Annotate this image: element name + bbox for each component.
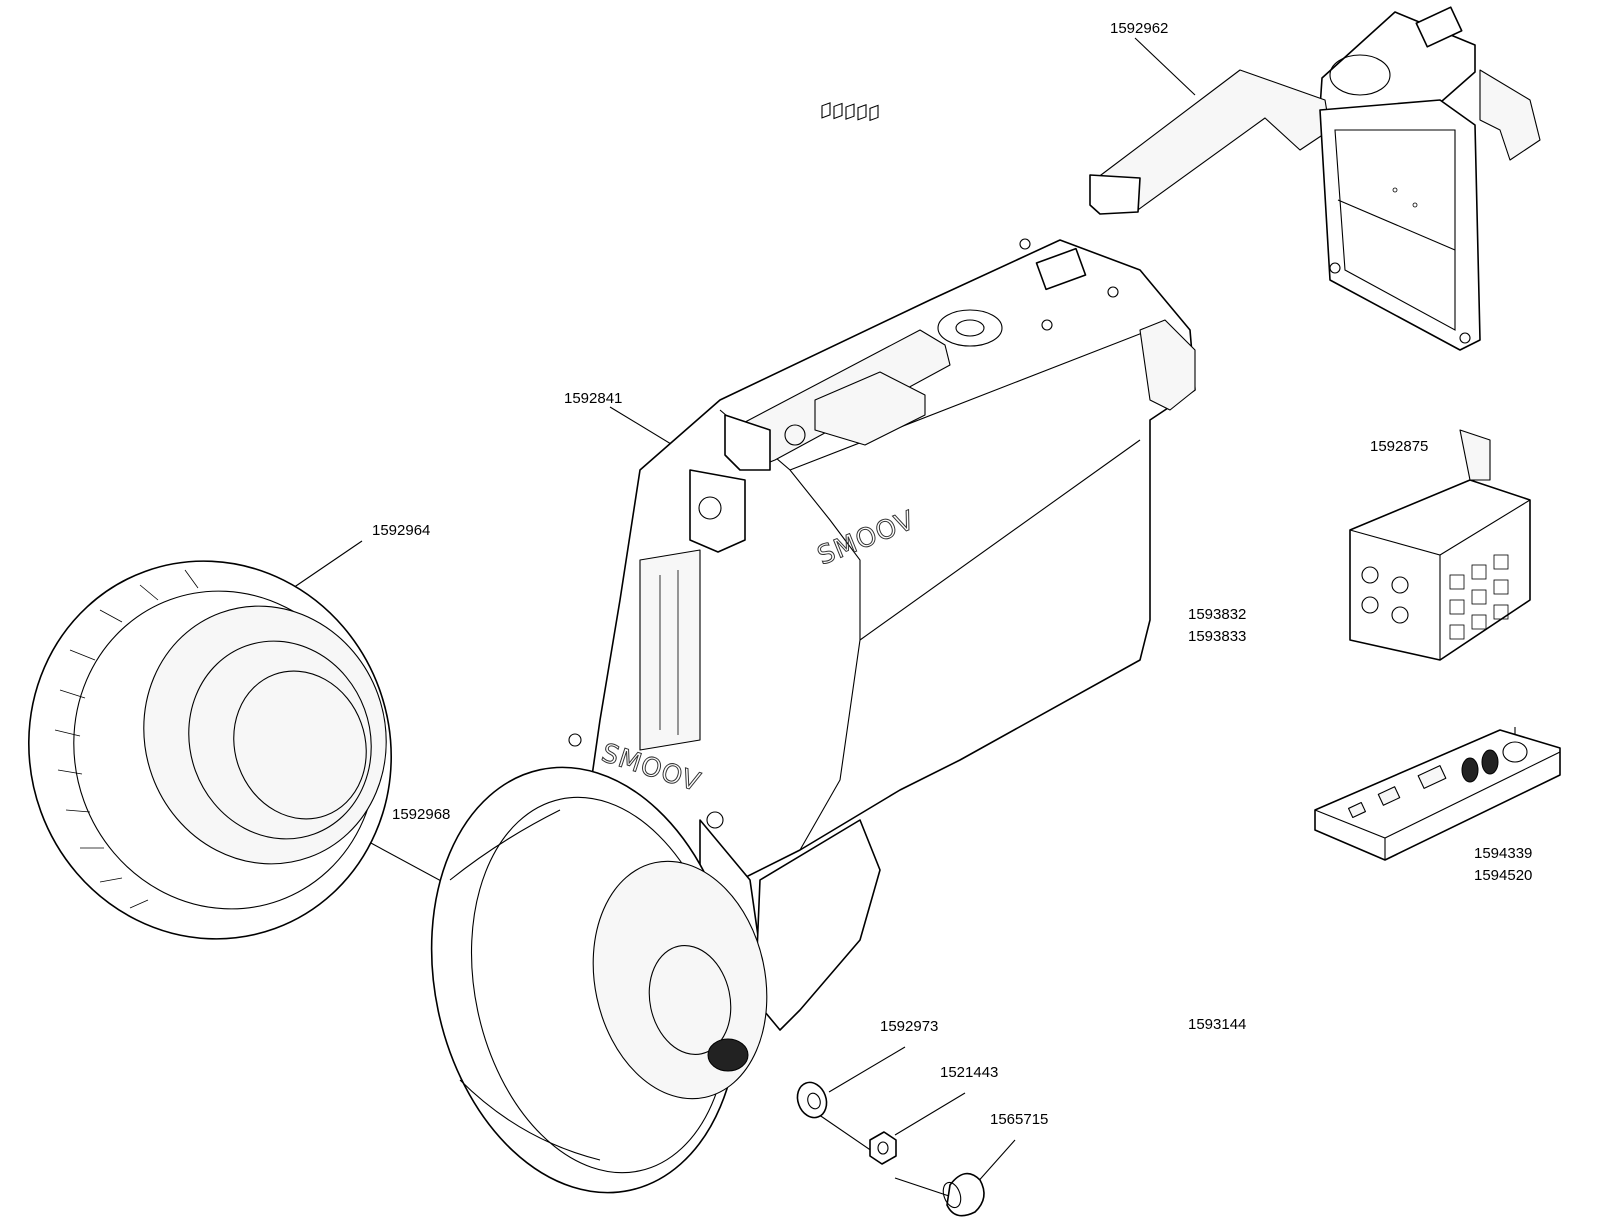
battery-indicator	[821, 102, 879, 122]
part-label-1592962: 1592962	[1110, 20, 1169, 37]
nut-part	[869, 1131, 897, 1165]
washer-part	[796, 1081, 828, 1119]
part-label-1565715: 1565715	[990, 1111, 1049, 1128]
mounted-wheel-part	[430, 766, 768, 1194]
battery-cell-grid	[1449, 554, 1509, 640]
part-label-1593833: 1593833	[1188, 628, 1247, 645]
part-label-1592968: 1592968	[392, 806, 451, 823]
spare-tyre-part	[28, 560, 392, 940]
part-label-1593832: 1593832	[1188, 606, 1247, 623]
part-label-1592841: 1592841	[564, 390, 623, 407]
tyre-treads	[54, 569, 199, 909]
cap-part	[942, 1172, 985, 1217]
circuit-board-part	[1314, 729, 1561, 861]
part-label-1592875: 1592875	[1370, 438, 1429, 455]
handle-bracket-part	[1089, 6, 1541, 351]
part-label-1592973: 1592973	[880, 1018, 939, 1035]
battery-pack-part	[1349, 429, 1531, 661]
part-label-1594520: 1594520	[1474, 867, 1533, 884]
part-label-1521443: 1521443	[940, 1064, 999, 1081]
part-label-1594339: 1594339	[1474, 845, 1533, 862]
part-label-1593144: 1593144	[1188, 1016, 1247, 1033]
part-label-1592964: 1592964	[372, 522, 431, 539]
